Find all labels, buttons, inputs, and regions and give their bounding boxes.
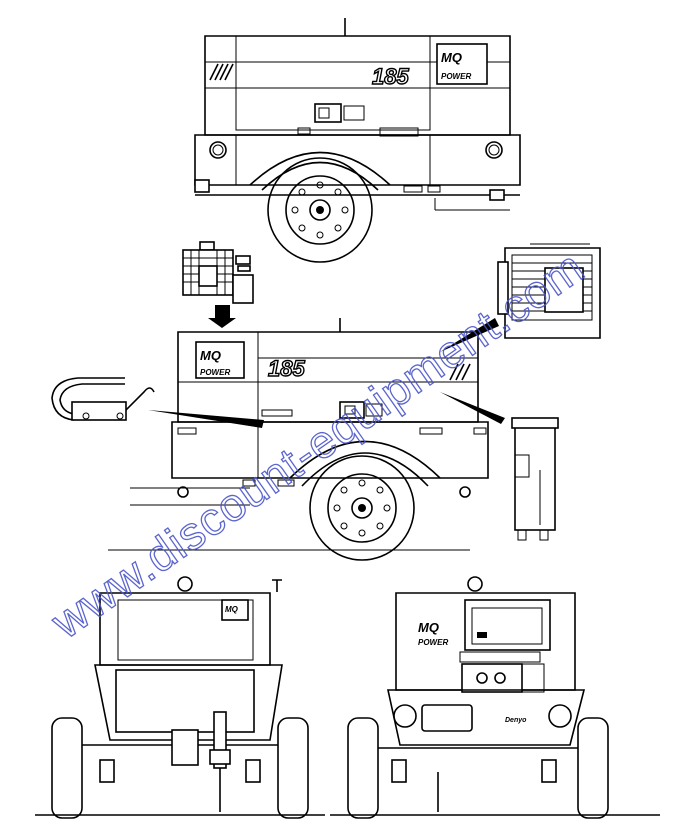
brand-logo-text: MQ	[200, 348, 221, 363]
radiator-part	[440, 243, 601, 352]
brand-word: POWER	[441, 72, 471, 81]
rear-view: MQ POWER Denyo	[330, 576, 660, 819]
brand-logo-text: MQ	[225, 605, 239, 614]
watermark-text: www.discount-equipment.com	[41, 240, 593, 649]
brand-word: POWER	[418, 638, 448, 647]
top-brand-logo: MQ POWER	[436, 43, 488, 85]
middle-brand-logo: MQ POWER	[195, 341, 245, 379]
tow-bar-part	[51, 377, 264, 428]
rear-brand-logo: MQ POWER	[418, 620, 448, 647]
brand-word: POWER	[200, 368, 230, 377]
top-side-view: MQ POWER 185	[194, 18, 521, 263]
exploded-assembly-view: MQ POWER 185	[51, 241, 601, 561]
brand-logo-text: MQ	[418, 620, 439, 635]
front-brand-logo: MQ	[221, 599, 249, 621]
brand-logo-text: MQ	[441, 50, 462, 65]
air-filter-part	[182, 241, 254, 328]
tank-part	[440, 392, 559, 541]
control-panel-maker-label: Denyo	[505, 717, 527, 724]
model-number-label: 185	[268, 356, 305, 381]
model-number-label: 185	[372, 64, 409, 89]
front-view: MQ	[35, 576, 325, 819]
